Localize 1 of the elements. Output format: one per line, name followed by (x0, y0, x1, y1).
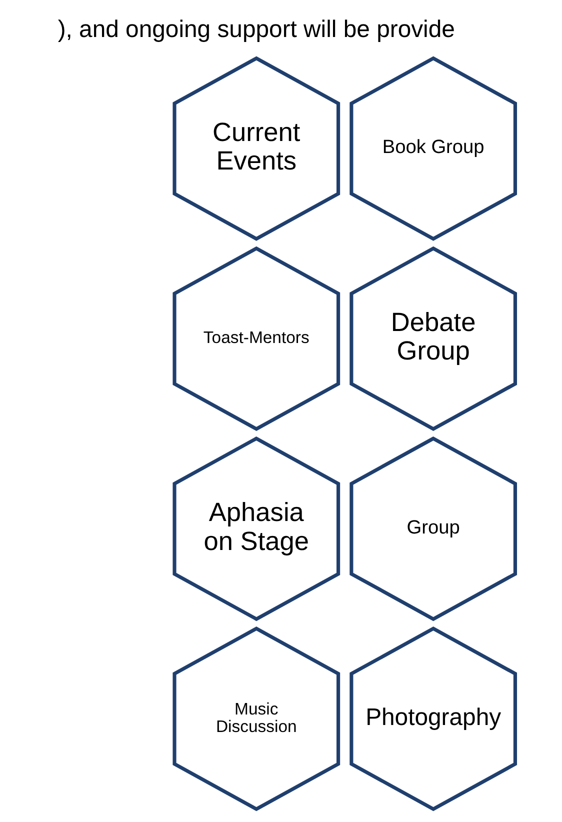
label: ), and ongoing support will be provide (57, 16, 454, 43)
